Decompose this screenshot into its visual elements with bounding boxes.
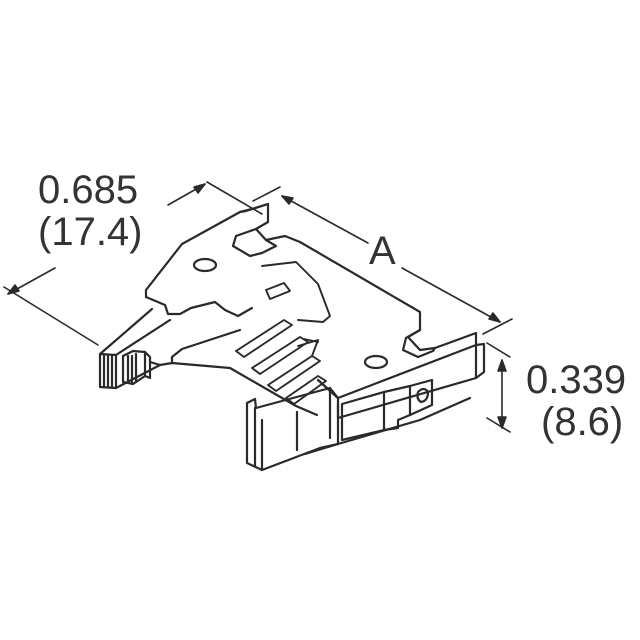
length-dimension-lines	[252, 186, 513, 335]
depth-dimension-mm: (17.4)	[38, 210, 143, 254]
connector-top-plate	[144, 202, 478, 400]
connector-pins	[235, 261, 331, 405]
connector-base	[148, 328, 319, 417]
height-dimension-lines	[486, 342, 511, 433]
height-dimension-mm: (8.6)	[541, 400, 624, 444]
right-latch-lever	[245, 378, 472, 472]
length-dimension-label: A	[369, 229, 396, 273]
depth-dimension-inches: 0.685	[38, 168, 139, 212]
left-ejector	[98, 307, 172, 390]
height-dimension-inches: 0.339	[526, 358, 627, 402]
